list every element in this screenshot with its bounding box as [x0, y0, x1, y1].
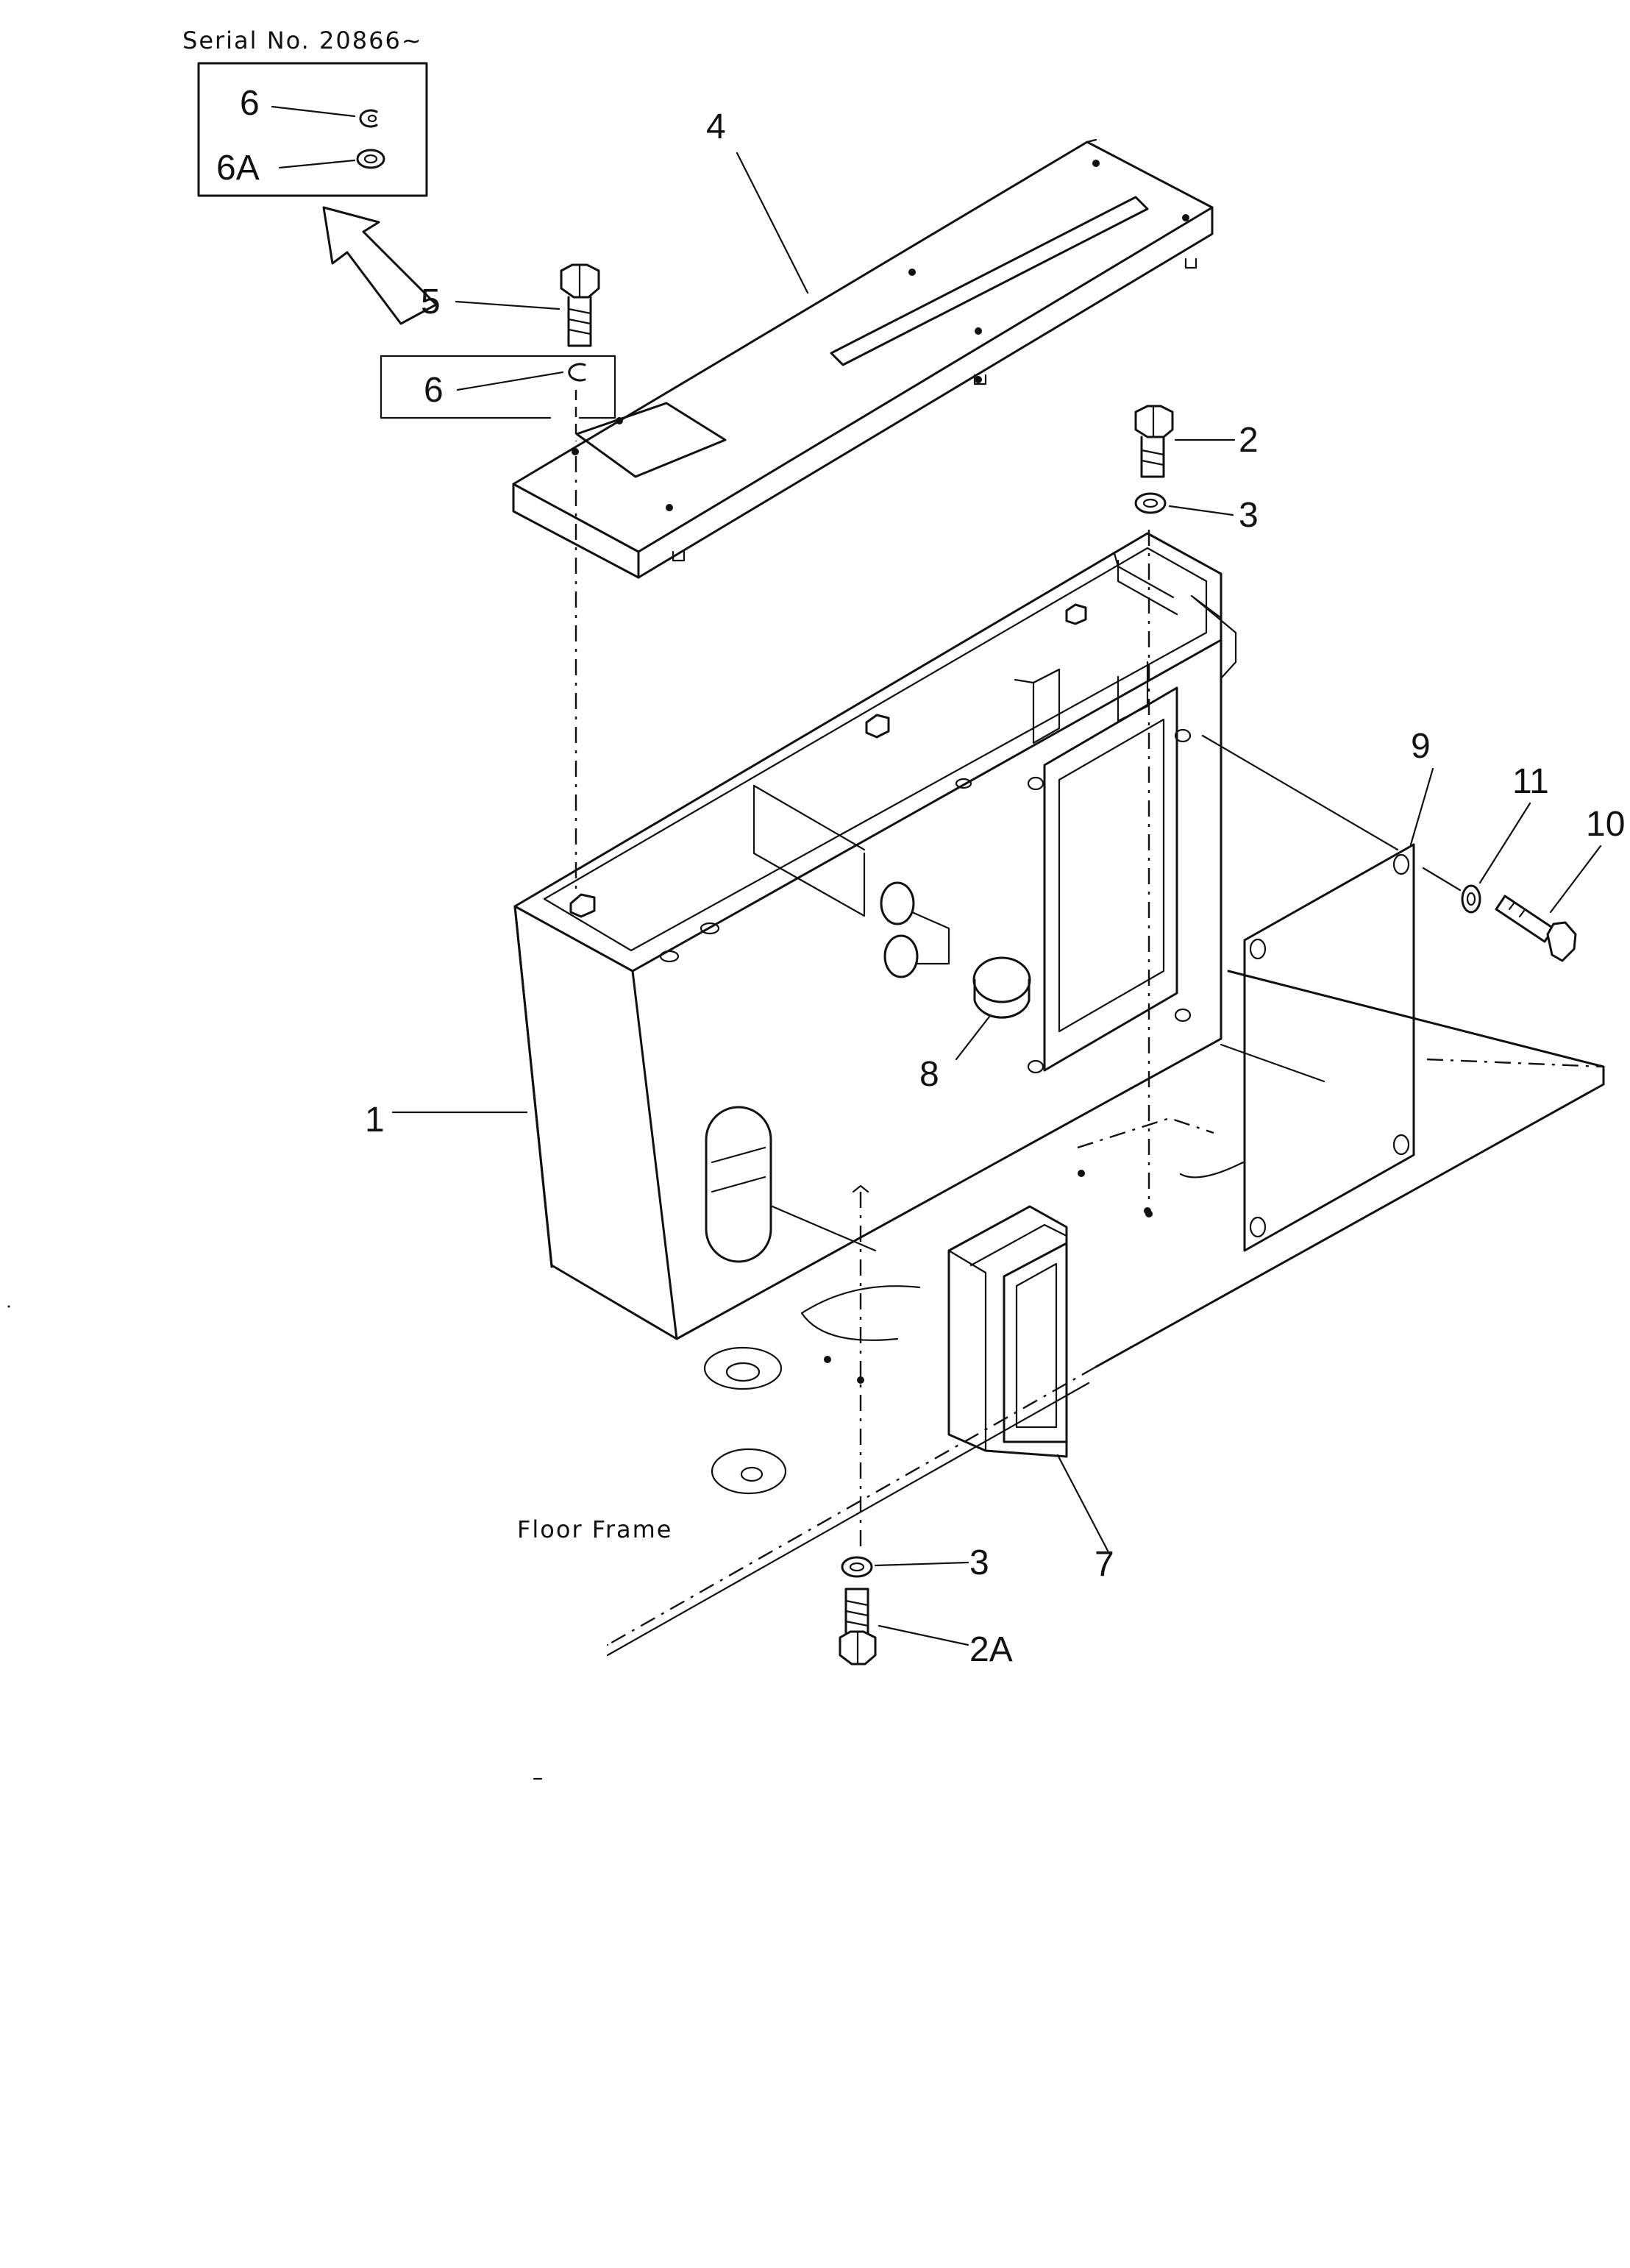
callout-9: 9 — [1411, 727, 1431, 766]
bolt-icon — [560, 263, 600, 347]
callout-10: 10 — [1586, 805, 1625, 844]
callout-4: 4 — [706, 107, 726, 146]
snap-ring-icon-2 — [568, 363, 586, 382]
callout-6-inset: 6 — [240, 84, 260, 123]
callout-6-box: 6 — [424, 371, 444, 410]
callout-3-top: 3 — [1239, 496, 1259, 535]
washer-icon — [1134, 492, 1167, 514]
bolt-icon-10 — [1495, 895, 1577, 962]
callout-8: 8 — [919, 1055, 939, 1094]
plug-icon — [972, 956, 1031, 1019]
serial-number-note: Serial No. 20866~ — [182, 26, 423, 54]
callout-2a: 2A — [969, 1630, 1013, 1669]
grommet-boot — [947, 1205, 1068, 1458]
washer-icon-11 — [1461, 884, 1481, 914]
floor-frame-label: Floor Frame — [517, 1515, 672, 1543]
callout-6a-inset: 6A — [216, 149, 260, 188]
top-cover-plate — [512, 138, 1214, 579]
washer-callout-box — [380, 355, 616, 419]
callout-arrow-icon — [322, 206, 438, 325]
callout-11: 11 — [1512, 762, 1549, 801]
lock-washer-icon — [356, 149, 385, 169]
callout-7: 7 — [1095, 1545, 1114, 1584]
snap-ring-icon — [359, 109, 378, 128]
callout-2: 2 — [1239, 421, 1259, 460]
bolt-icon-2a — [839, 1588, 877, 1666]
callout-5: 5 — [421, 282, 441, 321]
main-box-enclosure — [513, 532, 1237, 1340]
callout-1: 1 — [365, 1101, 385, 1140]
washer-icon-bottom — [841, 1556, 873, 1578]
floor-frame — [606, 970, 1605, 1657]
bolt-icon-2 — [1134, 405, 1174, 478]
callout-3-bottom: 3 — [969, 1543, 989, 1582]
serial-inset-box — [197, 62, 428, 197]
side-cover-plate — [1243, 843, 1415, 1252]
